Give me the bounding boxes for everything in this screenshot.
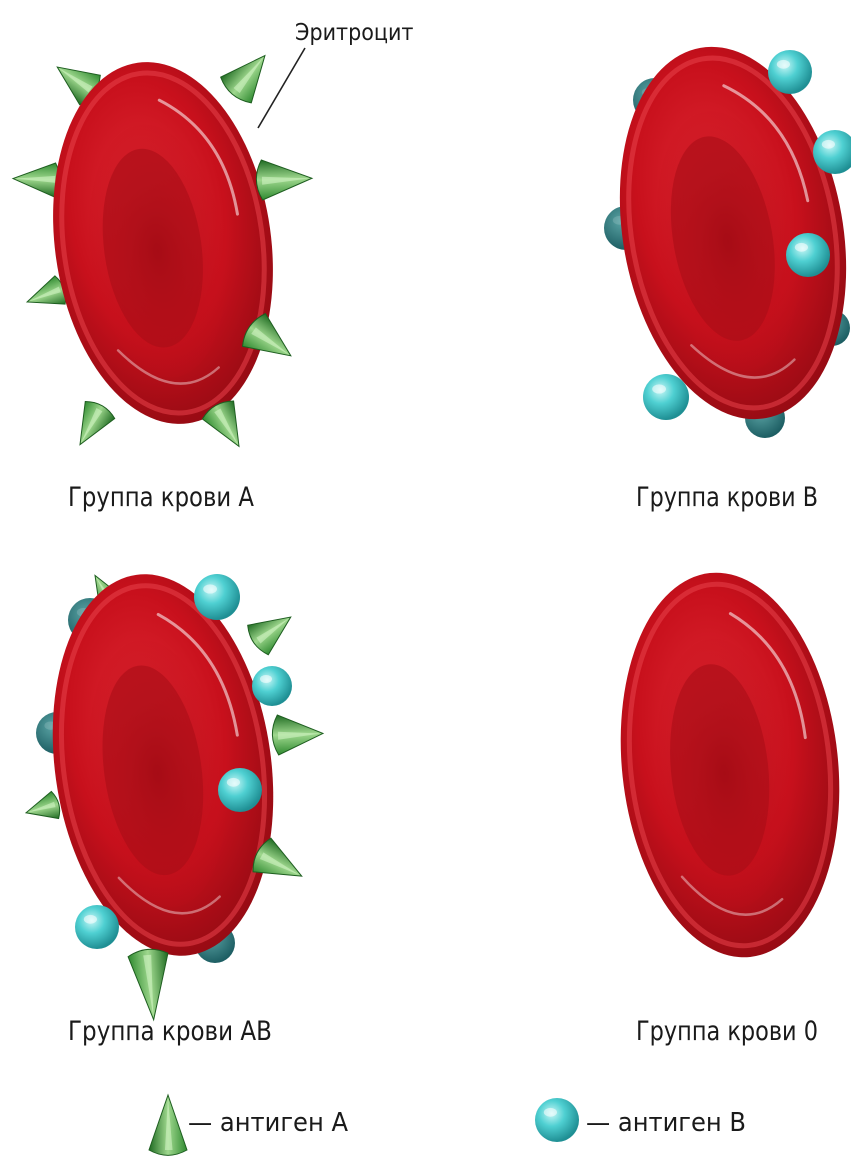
antigen-b-sphere bbox=[218, 768, 262, 812]
erythrocyte-body bbox=[31, 48, 296, 439]
legend-antigen-b-label: — антиген B bbox=[586, 1108, 746, 1138]
erythrocyte-label: Эритроцит bbox=[295, 20, 413, 46]
pointer-line bbox=[258, 48, 305, 128]
blood-cell-group-o bbox=[602, 562, 851, 968]
blood-cell-group-a bbox=[12, 43, 312, 456]
antigen-a-spike bbox=[256, 158, 313, 200]
caption-group-o: Группа крови 0 bbox=[636, 1016, 818, 1047]
antigen-a-spike bbox=[272, 713, 324, 755]
caption-group-b: Группа крови B bbox=[636, 482, 818, 513]
antigen-b-sphere bbox=[768, 50, 812, 94]
erythrocyte-body bbox=[602, 562, 851, 968]
antigen-a-spike bbox=[128, 948, 174, 1022]
antigen-b-sphere bbox=[75, 905, 119, 949]
antigen-a-spike bbox=[244, 602, 302, 657]
antigen-a-spike bbox=[22, 790, 62, 826]
antigen-b-sphere bbox=[252, 666, 292, 706]
antigen-b-icon bbox=[535, 1098, 579, 1142]
antigen-b-sphere bbox=[643, 374, 689, 420]
antigen-a-spike bbox=[12, 162, 60, 198]
blood-cell-group-b bbox=[592, 29, 851, 438]
legend: — антиген A — антиген B bbox=[149, 1095, 746, 1155]
caption-group-ab: Группа крови AB bbox=[68, 1016, 272, 1047]
antigen-a-spike bbox=[65, 397, 117, 453]
antigen-a-icon bbox=[149, 1095, 187, 1155]
antigen-b-sphere bbox=[786, 233, 830, 277]
erythrocyte-body bbox=[592, 29, 851, 437]
antigen-b-icon-shape bbox=[535, 1098, 579, 1142]
antigen-b-sphere bbox=[194, 574, 240, 620]
caption-group-a: Группа крови A bbox=[68, 482, 254, 513]
antigen-a-spike bbox=[217, 43, 280, 107]
legend-antigen-a-label: — антиген A bbox=[188, 1108, 348, 1138]
blood-cell-group-ab bbox=[22, 560, 323, 1022]
antigen-a-icon-shape bbox=[149, 1095, 187, 1155]
